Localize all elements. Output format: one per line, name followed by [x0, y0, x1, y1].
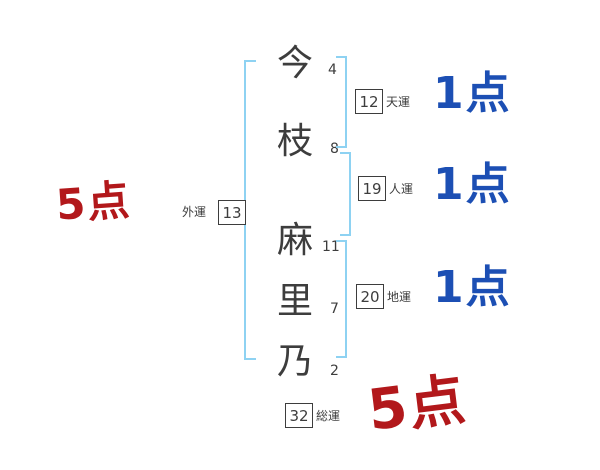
- total-luck-label: 総運: [316, 409, 341, 423]
- heaven-luck-score: 1点: [433, 68, 512, 119]
- name-char: 乃: [277, 341, 314, 382]
- stroke-count: 4: [328, 62, 337, 78]
- bracket-heaven-luck: [336, 56, 347, 148]
- earth-luck-score: 1点: [433, 262, 512, 313]
- name-char: 今: [277, 43, 314, 84]
- heaven-luck-label: 天運: [386, 95, 411, 109]
- name-char: 枝: [277, 121, 314, 162]
- outer-luck-score: 5点: [54, 175, 133, 230]
- stroke-count: 11: [322, 239, 340, 255]
- total-luck-score: 5点: [364, 367, 471, 444]
- earth-luck-label: 地運: [387, 290, 412, 304]
- bracket-person-luck: [340, 152, 351, 236]
- stroke-count: 7: [330, 301, 339, 317]
- bracket-earth-luck: [336, 240, 347, 358]
- stroke-count: 8: [330, 141, 339, 157]
- name-char: 里: [277, 281, 314, 322]
- heaven-luck-value-box: 12: [355, 89, 383, 114]
- earth-luck-value-box: 20: [356, 284, 384, 309]
- person-luck-score: 1点: [433, 159, 512, 210]
- person-luck-label: 人運: [389, 182, 414, 196]
- name-char: 麻: [277, 220, 314, 261]
- outer-luck-label: 外運: [182, 205, 207, 219]
- outer-luck-value-box: 13: [218, 200, 246, 225]
- total-luck-value-box: 32: [285, 403, 313, 428]
- stroke-count: 2: [330, 363, 339, 379]
- person-luck-value-box: 19: [358, 176, 386, 201]
